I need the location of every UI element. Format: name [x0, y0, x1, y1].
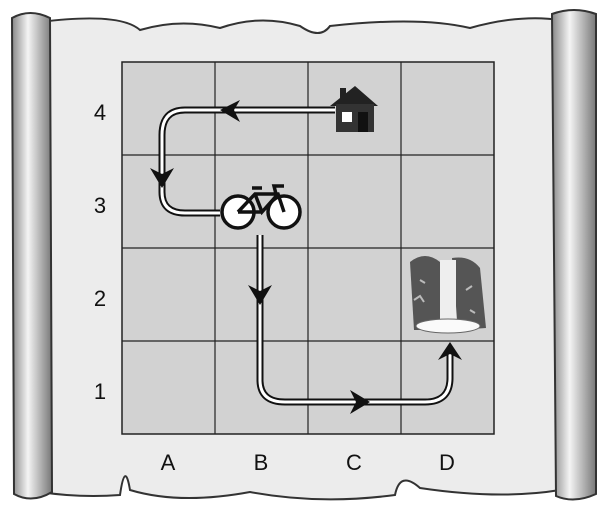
route-arrow	[248, 285, 272, 305]
column-label: B	[253, 450, 269, 475]
column-label: A	[160, 450, 176, 475]
route-path	[158, 106, 454, 406]
right-scroll-roll	[550, 9, 597, 501]
row-label: 1	[93, 379, 107, 404]
row-label: 2	[93, 286, 107, 311]
route-arrow	[220, 100, 240, 122]
column-label: D	[439, 450, 455, 475]
row-label: 4	[93, 100, 107, 125]
row-label: 3	[93, 193, 107, 218]
route-arrow	[150, 168, 174, 188]
route-arrow	[350, 390, 370, 414]
column-label: C	[346, 450, 362, 475]
house-icon	[330, 86, 378, 132]
route-arrow	[438, 342, 462, 360]
left-scroll-roll	[10, 12, 54, 500]
waterfall-icon	[410, 256, 486, 334]
bicycle-icon	[220, 184, 302, 230]
